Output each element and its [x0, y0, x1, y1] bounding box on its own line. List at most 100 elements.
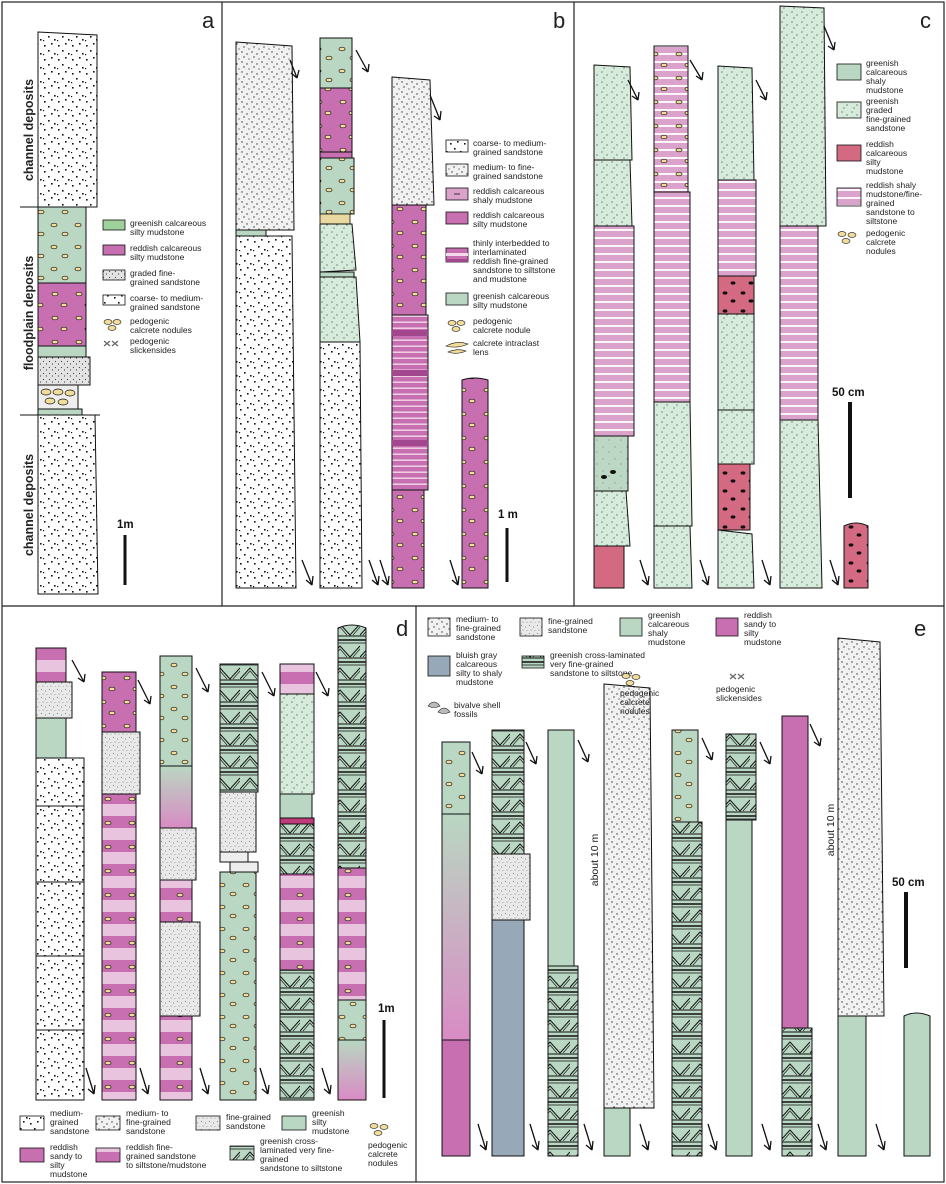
- legend-line: mudstone: [456, 677, 494, 687]
- scale-label: 1m: [378, 1003, 395, 1015]
- legend-line: mudstone: [50, 1169, 88, 1179]
- slickensides-icon: [103, 340, 119, 347]
- legend-line: grained sandstone: [130, 277, 200, 287]
- legend-line: sandy to: [744, 619, 776, 629]
- nodule-icon: [369, 1123, 389, 1136]
- legend-line: mudstone: [648, 637, 686, 647]
- legend-line: calcrete nodule: [473, 325, 531, 335]
- legend-line: calcareous: [866, 148, 907, 158]
- legend-line: pedogenic: [866, 228, 906, 238]
- legend-line: silty to shaly: [456, 668, 503, 678]
- legend-line: greenish calcareous: [473, 291, 549, 301]
- legend-line: sandstone to siltstone: [473, 265, 555, 275]
- panel-letter: d: [396, 616, 408, 641]
- legend-line: fine-grained: [548, 616, 593, 626]
- legend-line: mudstone: [312, 1126, 350, 1136]
- greenish-mudstone-bed: [319, 157, 355, 215]
- unit-label: floodplain deposits: [22, 256, 36, 371]
- legend-line: greenish: [648, 610, 681, 620]
- legend-line: thinly interbedded to: [473, 238, 550, 248]
- legend-line: mudstone: [744, 637, 782, 647]
- panel-letter: c: [920, 8, 931, 33]
- panel-a: a channel deposits floodplain deposits c…: [20, 8, 215, 595]
- legend-line: medium- to: [126, 1108, 169, 1118]
- legend-line: reddish: [744, 610, 772, 620]
- nodule-icon: [447, 320, 466, 332]
- legend-line: greenish: [312, 1108, 345, 1118]
- legend-line: mudstone/fine-: [866, 189, 922, 199]
- legend-line: fine-grained: [226, 1112, 271, 1122]
- legend-line: grained sandstone: [126, 1151, 196, 1161]
- legend-line: calcrete: [620, 697, 650, 707]
- legend-line: silty: [744, 628, 759, 638]
- legend-line: fine-grained: [126, 1117, 171, 1127]
- legend-line: grained sandstone: [473, 171, 543, 181]
- legend-line: pedogenic: [130, 316, 170, 326]
- legend-line: reddish calcareous: [473, 186, 544, 196]
- legend-line: calcrete: [368, 1149, 398, 1159]
- legend-line: fine-grained: [456, 623, 501, 633]
- legend-line: shaly: [866, 76, 887, 86]
- legend-line: reddish: [50, 1142, 78, 1152]
- sandstone-bed: [319, 341, 363, 589]
- legend-line: sandstone: [866, 123, 905, 133]
- legend-line: calcrete intraclast: [473, 338, 540, 348]
- legend-line: graded fine-: [130, 268, 176, 278]
- legend-line: interlaminated: [473, 247, 527, 257]
- legend-line: nodules: [866, 246, 896, 256]
- interbedded-bed: [391, 314, 429, 491]
- legend-line: grained: [260, 1154, 289, 1164]
- unit-label: channel deposits: [22, 454, 36, 556]
- reddish-mudstone-bed: [319, 87, 353, 153]
- legend-line: silty mudstone: [130, 252, 185, 262]
- legend-line: silty: [312, 1117, 327, 1127]
- legend-line: reddish fine-grained: [473, 256, 548, 266]
- legend-line: fine-grained: [866, 114, 911, 124]
- legend-line: coarse- to medium-: [130, 293, 203, 303]
- sandstone-bed: [235, 41, 295, 231]
- coarse-sandstone-bed: [37, 414, 99, 595]
- legend-line: reddish calcareous: [473, 210, 544, 220]
- reddish-mudstone-bed: [37, 282, 87, 347]
- unit-label: channel deposits: [22, 79, 36, 181]
- legend-line: shaly mudstone: [473, 195, 533, 205]
- thickness-label: about 10 m: [589, 833, 601, 886]
- panel-b: b 1 m co: [235, 8, 565, 589]
- legend-line: pedogenic: [473, 316, 513, 326]
- scale-label: 50 cm: [832, 387, 865, 399]
- greenish-mudstone-bed: [37, 345, 87, 358]
- legend-line: nodules: [368, 1158, 398, 1168]
- nodule-icon: [837, 231, 857, 244]
- legend-line: silty: [50, 1160, 65, 1170]
- legend-line: coarse- to medium-: [473, 138, 546, 148]
- panel-c: c 50 cm: [593, 5, 931, 589]
- legend-line: siltstone: [866, 216, 897, 226]
- panel-letter: a: [202, 8, 215, 33]
- legend-line: pedogenic: [368, 1140, 408, 1150]
- svg-text:medium- to fine-grained sandst: medium- to fine-grained sandstone: [473, 162, 543, 181]
- legend-line: reddish calcareous: [130, 243, 201, 253]
- legend-line: nodules: [620, 706, 650, 716]
- calcrete-lens: [319, 213, 351, 225]
- legend-line: reddish shaly: [866, 180, 917, 190]
- legend-line: silty mudstone: [473, 300, 528, 310]
